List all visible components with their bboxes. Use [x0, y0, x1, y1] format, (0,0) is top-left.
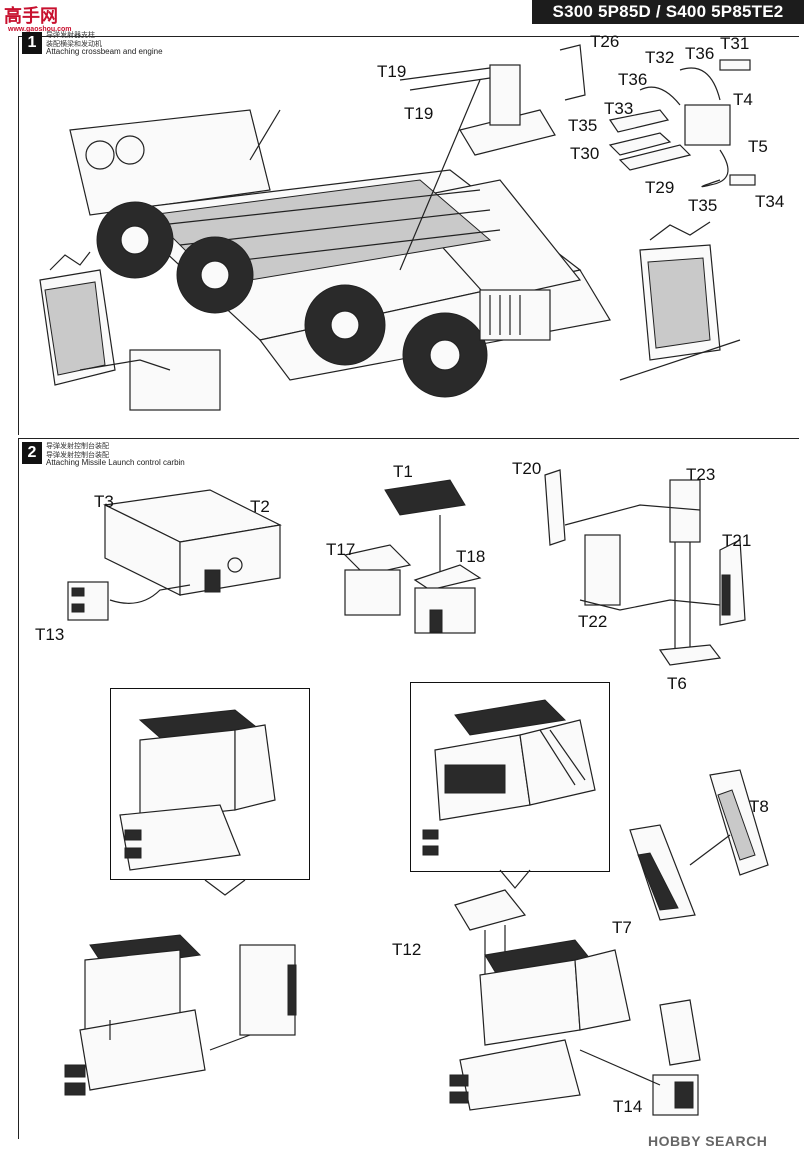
- part-label-t3: T3: [94, 492, 114, 511]
- part-label-t4: T4: [733, 90, 753, 109]
- truck-wheel: [304, 284, 386, 366]
- part-label-t19: T19: [404, 104, 434, 123]
- part-label-t20: T20: [512, 459, 542, 478]
- part-label-t1: T1: [393, 462, 413, 481]
- step-2-label-en: Attaching Missile Launch control carbin: [46, 458, 185, 467]
- part-label-t18: T18: [456, 547, 486, 566]
- step-2-number: 2: [22, 442, 42, 464]
- part-label-t26: T26: [590, 32, 620, 51]
- step-2-label-cn-2: 导弹发射控制台装配: [46, 452, 109, 459]
- part-label-t19: T19: [377, 62, 407, 81]
- part-label-t36: T36: [618, 70, 648, 89]
- part-label-t32: T32: [645, 48, 675, 67]
- step-1-frame: [18, 36, 799, 435]
- launch-support-right: [619, 221, 741, 381]
- watermark-logo: HOBBY SEARCH: [648, 1133, 768, 1149]
- step-2-bottom-illustration: [64, 699, 769, 1116]
- part-label-t8: T8: [749, 797, 769, 816]
- truck-wheel: [96, 201, 174, 279]
- part-label-t21: T21: [722, 531, 752, 550]
- engine-assembly: [608, 59, 756, 188]
- site-logo: 高手网: [4, 6, 58, 26]
- part-label-t34: T34: [755, 192, 785, 211]
- part-label-t33: T33: [604, 99, 634, 118]
- part-label-t5: T5: [748, 137, 768, 156]
- step-2-top-illustration: [67, 469, 746, 666]
- part-label-t23: T23: [686, 465, 716, 484]
- page-title: S300 5P85D / S400 5P85TE2: [532, 0, 804, 24]
- step-2-frame: [18, 438, 799, 1139]
- part-label-t22: T22: [578, 612, 608, 631]
- part-label-t13: T13: [35, 625, 65, 644]
- step-1-label-cn-2: 装配横梁和发动机: [46, 41, 102, 48]
- truck-wheel: [176, 236, 254, 314]
- part-label-t6: T6: [667, 674, 687, 693]
- launch-support-left: [39, 251, 221, 411]
- site-logo-url: www.gaoshou.com: [8, 26, 72, 33]
- part-label-t35: T35: [568, 116, 598, 135]
- step-1-number: 1: [22, 32, 42, 54]
- part-label-t29: T29: [645, 178, 675, 197]
- step-2-label-cn: 导弹发射控制台装配: [46, 443, 109, 450]
- part-label-t17: T17: [326, 540, 356, 559]
- part-label-t30: T30: [570, 144, 600, 163]
- part-label-t36: T36: [685, 44, 715, 63]
- step-1-illustration: [39, 44, 756, 411]
- launcher-truck-drawing: [69, 109, 611, 398]
- part-label-t12: T12: [392, 940, 422, 959]
- crossbeam-assembly: [249, 44, 586, 271]
- part-label-t31: T31: [720, 34, 750, 53]
- part-label-t14: T14: [613, 1097, 643, 1116]
- step-1-label-cn: 导弹发射器支柱: [46, 32, 95, 39]
- part-label-t35: T35: [688, 196, 718, 215]
- part-label-t7: T7: [612, 918, 632, 937]
- step-1-label-en: Attaching crossbeam and engine: [46, 47, 163, 56]
- truck-wheel: [402, 312, 488, 398]
- part-label-t2: T2: [250, 497, 270, 516]
